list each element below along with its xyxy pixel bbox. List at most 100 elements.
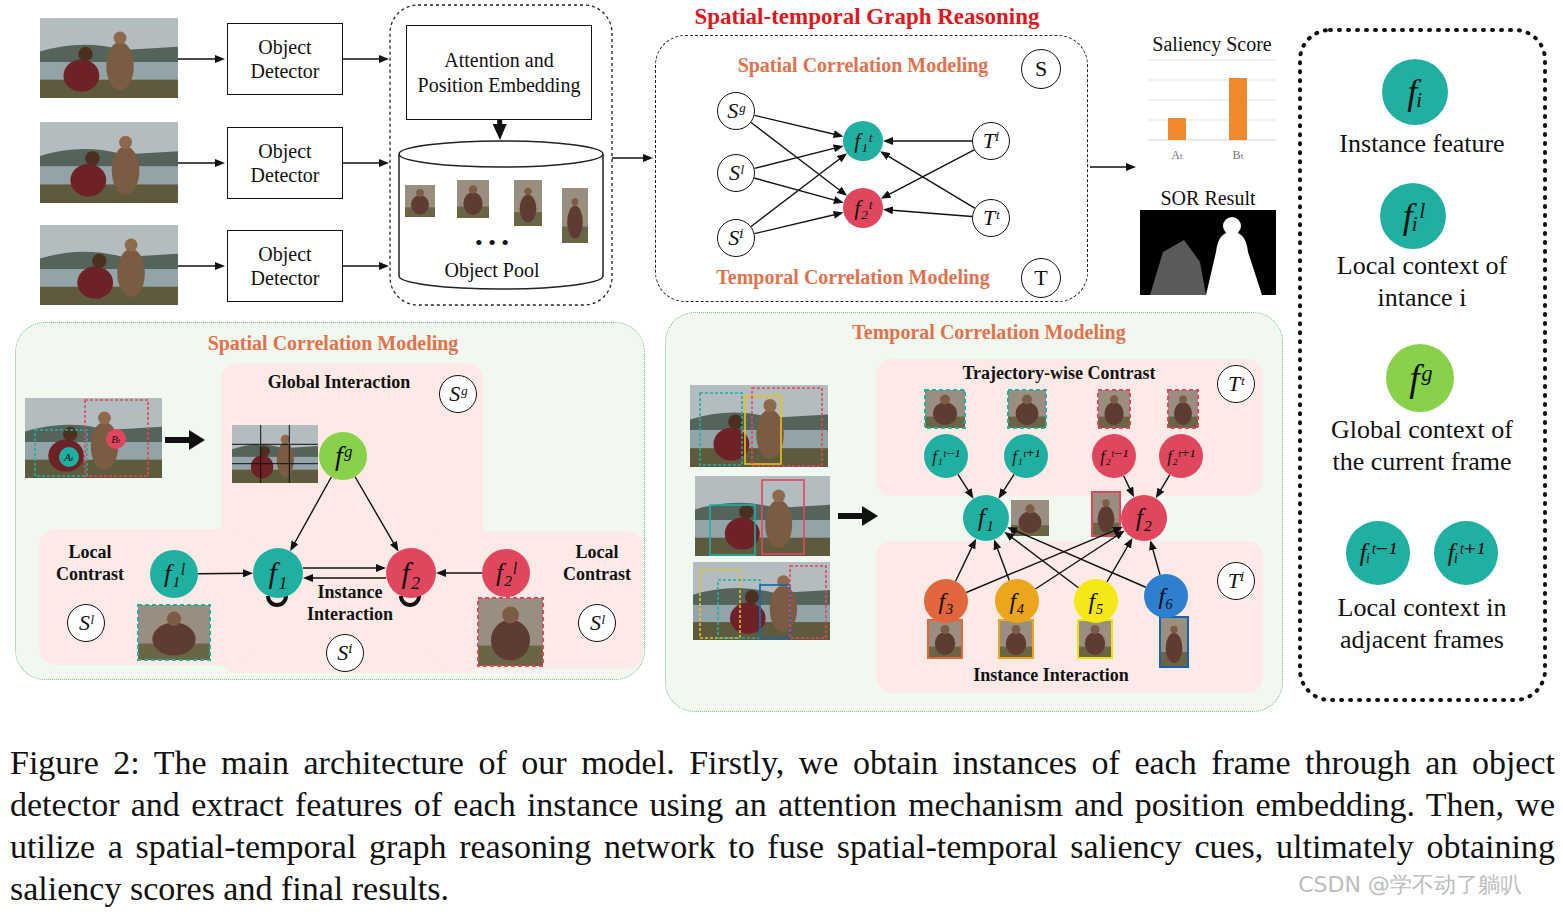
node-label: Tᵗ bbox=[1228, 373, 1244, 395]
sor-rank-1 bbox=[1206, 232, 1262, 295]
graph-node-circle: fᵍ bbox=[319, 432, 367, 480]
graph-node-circle: f₁ᵗ⁺¹ bbox=[1004, 434, 1048, 478]
sor-rank-1 bbox=[1223, 217, 1241, 235]
node-label: Sⁱ bbox=[728, 227, 743, 249]
graph-node-circle: f₆ bbox=[1144, 574, 1188, 618]
annotation-label: Aₜ bbox=[1160, 148, 1194, 163]
thumbnail-figure bbox=[1016, 402, 1039, 425]
thumbnail-bg bbox=[457, 180, 489, 218]
person-figure bbox=[277, 442, 294, 477]
instance-thumbnail bbox=[457, 180, 489, 218]
detection-box bbox=[762, 480, 804, 554]
graph-node-circle: Aₜ bbox=[59, 447, 79, 467]
person-head bbox=[281, 435, 290, 444]
region-fill bbox=[39, 529, 249, 665]
thumbnail-head bbox=[469, 185, 477, 193]
detection-box bbox=[700, 393, 742, 465]
person-head bbox=[745, 590, 759, 604]
node-label: Local Contrast bbox=[40, 542, 140, 586]
node-caption: Instance feature bbox=[1315, 128, 1530, 160]
person-figure bbox=[117, 249, 145, 297]
node-label: fᵢᵗ⁻¹ bbox=[1359, 540, 1396, 566]
graph-node-circle: f₂ᵗ bbox=[843, 188, 883, 228]
graph-node-circle: fᵍGlobal context of the current frame bbox=[1386, 344, 1454, 412]
node-label: fᵢᵗ⁺¹ bbox=[1447, 540, 1484, 566]
group-region: Local Contrastf₂ˡSˡ bbox=[431, 531, 643, 669]
person-head bbox=[728, 415, 743, 430]
connector-arrow bbox=[1124, 476, 1133, 495]
thumbnail-border bbox=[1168, 390, 1198, 428]
photo-ground bbox=[40, 184, 178, 203]
group-region: Trajectory-wise ContrastTᵗf₁ᵗ⁻¹f₁ᵗ⁺¹f₂ᵗ⁻… bbox=[876, 359, 1263, 496]
thumbnail-bg bbox=[1098, 390, 1130, 428]
person-head bbox=[763, 399, 776, 412]
graph-node-circle: S bbox=[1021, 49, 1061, 89]
photo-sky bbox=[693, 562, 830, 640]
thumbnail-figure bbox=[411, 195, 429, 214]
person-head bbox=[114, 32, 127, 45]
node-label: Object Detector bbox=[234, 139, 336, 188]
graph-node-circle: f₁ bbox=[963, 495, 1009, 541]
node-label: Instance Interaction bbox=[901, 665, 1201, 687]
graph-node-circle: fᵢᵗ⁺¹ bbox=[1434, 521, 1498, 585]
flow-arrow bbox=[178, 162, 222, 164]
chart-gridline bbox=[1148, 120, 1276, 121]
person-figure bbox=[112, 146, 140, 195]
photo-ground bbox=[232, 470, 318, 483]
thumbnail-figure bbox=[463, 192, 482, 215]
thumbnail-bg bbox=[478, 598, 543, 666]
node-label: f₆ bbox=[1158, 584, 1173, 608]
thumbnail-bg bbox=[1160, 617, 1188, 667]
thumbnail-figure bbox=[1098, 506, 1115, 532]
thumbnail-border bbox=[928, 620, 962, 658]
detection-box bbox=[85, 400, 148, 476]
node-label: f₅ bbox=[1088, 589, 1103, 613]
connector-arrow bbox=[303, 567, 383, 568]
graph-node-circle: Sˡ bbox=[717, 154, 755, 192]
instance-thumbnail bbox=[405, 185, 435, 217]
node-caption: Global context of the current frame bbox=[1315, 414, 1530, 477]
thumbnail-head bbox=[1025, 504, 1034, 513]
graph-node-circle: f₁ᵗ⁻¹ bbox=[924, 434, 968, 478]
node-caption: Temporal Correlation Modeling bbox=[693, 265, 1013, 289]
node-label: Bₜ bbox=[111, 434, 120, 445]
thumbnail-head bbox=[940, 395, 950, 405]
photo bbox=[40, 18, 178, 98]
thumbnail-figure bbox=[933, 402, 957, 425]
thumbnail-border bbox=[925, 390, 965, 428]
photo-sky bbox=[25, 398, 162, 478]
thumbnail-head bbox=[524, 188, 531, 195]
thumbnail-head bbox=[502, 607, 519, 624]
detection-box bbox=[710, 505, 755, 555]
connector-arrow bbox=[886, 210, 972, 217]
thumbnail-border bbox=[1078, 620, 1112, 658]
dashed-group-outline bbox=[390, 5, 612, 305]
instance-thumbnail bbox=[1078, 620, 1112, 658]
chart-gridline bbox=[1148, 80, 1276, 81]
graph-node-circle: f₂ bbox=[386, 548, 436, 598]
detection-box bbox=[752, 388, 822, 466]
thumbnail-border bbox=[999, 620, 1033, 658]
connector-arrow bbox=[439, 572, 482, 573]
flow-arrow bbox=[612, 157, 650, 159]
thumbnail-border bbox=[1008, 390, 1046, 428]
thumbnail-border bbox=[138, 605, 210, 660]
thumbnail-bg bbox=[1168, 390, 1198, 428]
node-label: Local Contrast bbox=[547, 542, 647, 586]
photo-hills bbox=[40, 252, 178, 269]
node-label: Trajectory-wise Contrast bbox=[909, 363, 1209, 385]
person-head bbox=[85, 151, 100, 166]
connector-arrow bbox=[751, 123, 845, 195]
graph-node-circle: Tⁱ bbox=[1217, 562, 1255, 600]
node-caption: Spatial Correlation Modeling bbox=[713, 53, 1013, 77]
region-fill bbox=[15, 322, 645, 680]
group-region: Spatial-temporal Graph ReasoningSpatial … bbox=[655, 35, 1088, 302]
photo-hills bbox=[232, 444, 318, 456]
flow-arrow bbox=[343, 58, 386, 60]
photo-sky bbox=[695, 476, 830, 556]
node-label: f₂ bbox=[1136, 505, 1152, 531]
chart-gridline bbox=[1148, 100, 1276, 101]
node-label: f₂ bbox=[402, 558, 421, 588]
instance-thumbnail bbox=[1168, 390, 1198, 428]
